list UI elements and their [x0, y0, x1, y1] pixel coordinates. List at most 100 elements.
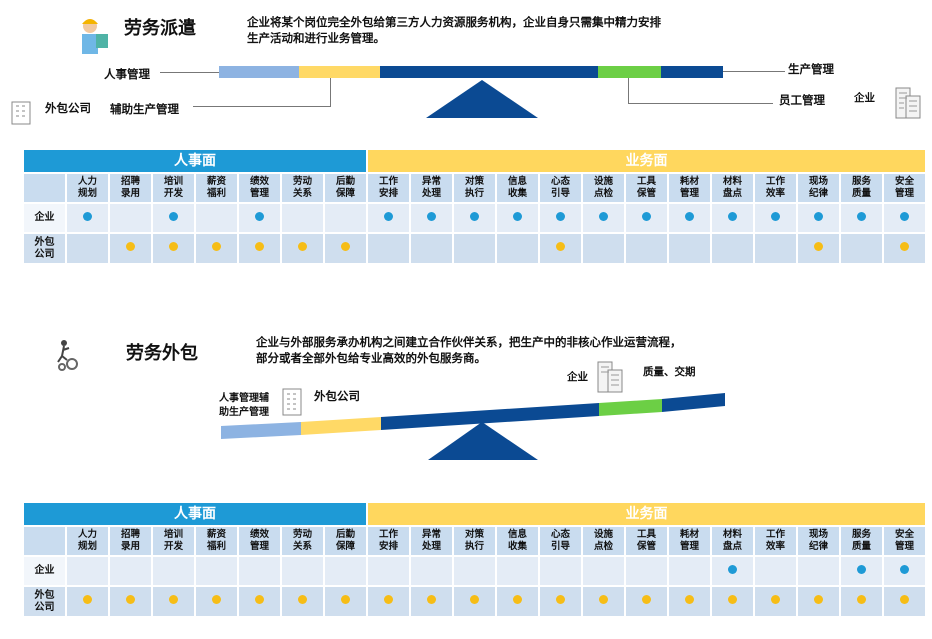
column-header-line: 现场 — [808, 176, 828, 187]
column-header: 设施点检 — [583, 174, 624, 202]
outsourcer-dot-icon — [427, 595, 436, 604]
column-header-line: 异常 — [421, 176, 441, 187]
column-header-line: 设施 — [593, 176, 613, 187]
section1-title: 劳务派遣 — [124, 18, 196, 39]
desc-line: 生产活动和进行业务管理。 — [247, 31, 385, 45]
column-header-line: 招聘 — [120, 529, 140, 540]
beam-segment-hr — [221, 422, 301, 439]
table-cell — [583, 557, 624, 585]
hr-aspect-header: 人事面 — [24, 150, 366, 172]
column-header-line: 管理 — [679, 188, 699, 199]
label-hr-mgmt: 人事管理 — [104, 67, 150, 81]
column-header-line: 规划 — [77, 188, 97, 199]
column-header: 工作效率 — [755, 527, 796, 555]
gear-person-icon — [57, 340, 78, 371]
label-outsourcer: 外包公司 — [45, 101, 91, 115]
outsourcer-dot-icon — [212, 242, 221, 251]
outsourcer-dot-icon — [556, 242, 565, 251]
beam-segment-quality — [599, 399, 662, 416]
table-cell — [368, 587, 409, 616]
building-icon — [282, 388, 302, 416]
column-header-line: 管理 — [679, 541, 699, 552]
column-header-line: 保障 — [335, 188, 355, 199]
table-cell — [841, 557, 882, 585]
column-header: 培训开发 — [153, 174, 194, 202]
outsourcer-dot-icon — [126, 595, 135, 604]
row-label: 外包公司 — [24, 234, 65, 263]
table-cell — [454, 587, 495, 616]
column-header-line: 培训 — [163, 176, 183, 187]
column-header-line: 管理 — [894, 188, 914, 199]
column-header: 设施点检 — [583, 527, 624, 555]
column-header-line: 录用 — [120, 188, 140, 199]
enterprise-dot-icon — [728, 564, 737, 574]
label-hr-aux: 人事管理辅 助生产管理 — [219, 392, 269, 420]
column-header: 后勤保障 — [325, 174, 366, 202]
enterprise-dot-icon — [255, 211, 264, 221]
column-header-line: 工作 — [765, 176, 785, 187]
column-header-line: 薪资 — [206, 176, 226, 187]
beam-segment-aux — [299, 66, 380, 78]
label-prod-mgmt: 生产管理 — [788, 62, 834, 76]
outsourcer-dot-icon — [857, 595, 866, 604]
table-cell — [239, 204, 280, 232]
column-header-line: 引导 — [550, 541, 570, 552]
enterprise-dot-icon — [470, 211, 479, 221]
hr-aspect-header: 人事面 — [24, 503, 366, 525]
column-header-line: 劳动 — [292, 176, 312, 187]
enterprise-dot-icon — [771, 211, 780, 221]
column-header: 心态引导 — [540, 174, 581, 202]
column-header: 耗材管理 — [669, 527, 710, 555]
column-header-line: 劳动 — [292, 529, 312, 540]
fulcrum — [426, 80, 538, 118]
table-cell — [755, 204, 796, 232]
column-header-line: 安排 — [378, 541, 398, 552]
table-cell — [196, 204, 237, 232]
table-cell — [153, 204, 194, 232]
table-cell — [669, 234, 710, 263]
column-header-line: 盘点 — [722, 541, 742, 552]
table-cell — [454, 234, 495, 263]
column-header-line: 工作 — [378, 529, 398, 540]
column-header-line: 效率 — [765, 188, 785, 199]
outsourcer-dot-icon — [556, 595, 565, 604]
table-cell — [583, 234, 624, 263]
table-cell — [497, 234, 538, 263]
column-header-line: 引导 — [550, 188, 570, 199]
column-header-line: 管理 — [249, 188, 269, 199]
outsourcer-dot-icon — [728, 595, 737, 604]
column-header: 服务质量 — [841, 174, 882, 202]
column-header: 薪资福利 — [196, 174, 237, 202]
table-cell — [712, 204, 753, 232]
table-cell — [884, 204, 925, 232]
enterprise-dot-icon — [513, 211, 522, 221]
business-aspect-header: 业务面 — [368, 503, 925, 525]
enterprise-dot-icon — [728, 211, 737, 221]
column-header-line: 异常 — [421, 529, 441, 540]
table-cell — [841, 204, 882, 232]
label-staff-mgmt: 员工管理 — [779, 93, 825, 107]
column-header: 工作安排 — [368, 174, 409, 202]
table-cell — [282, 557, 323, 585]
desc-line: 部分或者全部外包给专业高效的外包服务商。 — [256, 351, 486, 365]
table-cell — [239, 557, 280, 585]
column-header-line: 工具 — [636, 176, 656, 187]
column-header: 心态引导 — [540, 527, 581, 555]
worker-icon — [82, 19, 108, 54]
table-cell — [196, 557, 237, 585]
label-enterprise: 企业 — [854, 92, 875, 104]
table-cell — [67, 204, 108, 232]
outsourcer-dot-icon — [255, 595, 264, 604]
column-header: 劳动关系 — [282, 527, 323, 555]
column-header: 工作效率 — [755, 174, 796, 202]
column-header: 绩效管理 — [239, 527, 280, 555]
column-header-line: 质量 — [851, 188, 871, 199]
table-cell — [583, 204, 624, 232]
enterprise-dot-icon — [685, 211, 694, 221]
column-header-line: 保障 — [335, 541, 355, 552]
enterprise-dot-icon — [83, 211, 92, 221]
column-header-line: 安全 — [894, 529, 914, 540]
label-line: 人事管理辅 — [219, 393, 269, 404]
table-cell — [669, 587, 710, 616]
enterprise-dot-icon — [427, 211, 436, 221]
